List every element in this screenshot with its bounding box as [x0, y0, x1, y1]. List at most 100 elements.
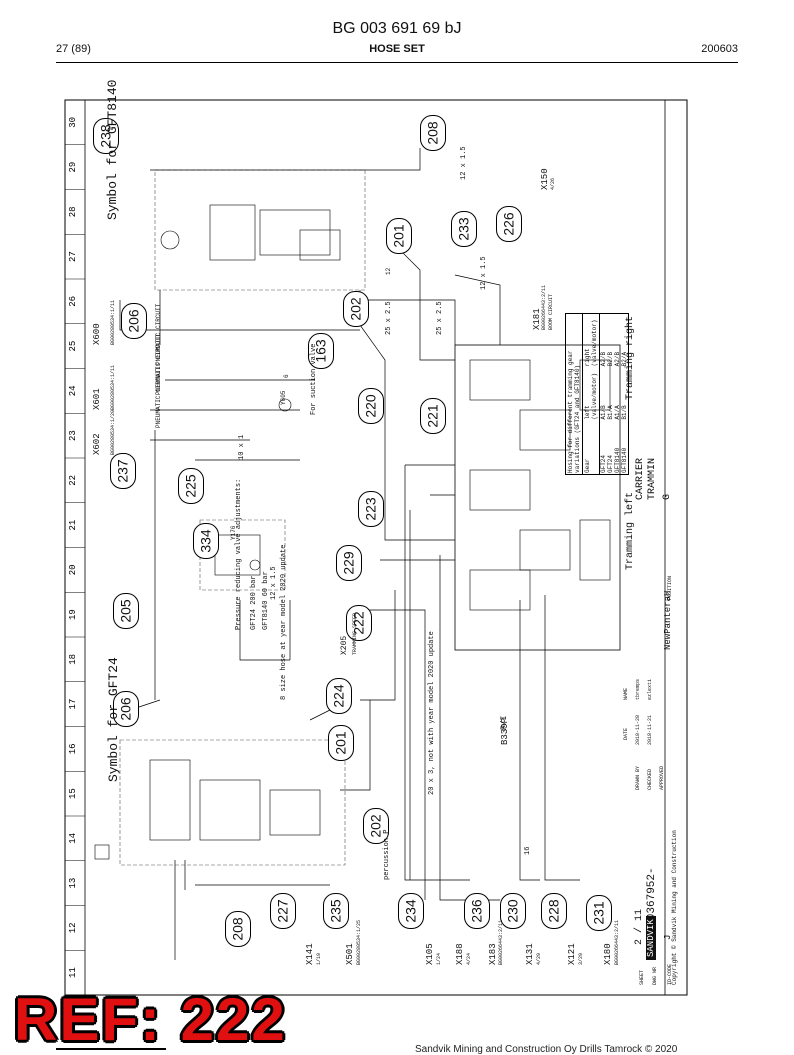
- label-x501: X501: [345, 943, 355, 965]
- callout-number: 202: [347, 297, 364, 321]
- callout-number: 220: [362, 394, 379, 418]
- callout-number: 202: [367, 814, 384, 838]
- callout-bubble: 223: [358, 491, 384, 527]
- callout-bubble: 231: [586, 895, 612, 931]
- grid-column-label: 23: [68, 430, 78, 441]
- label-pi: P/I: [500, 715, 509, 730]
- hosing-table-cell: GFT8140: [614, 447, 621, 473]
- hosing-table-cell: GFT8140: [621, 447, 628, 473]
- callout-bubble: 224: [326, 678, 352, 714]
- footer-logo: [56, 1048, 166, 1055]
- hosing-table-cell: A2/B: [614, 351, 621, 367]
- callout-bubble: 234: [398, 893, 424, 929]
- callout-number: 205: [117, 599, 134, 623]
- title-block-checked-name: ezlexti: [647, 678, 653, 700]
- title-block-name-label: NAME: [623, 687, 629, 700]
- grid-column-label: 17: [68, 699, 78, 710]
- gft24-symbol-box: [119, 739, 346, 866]
- label-x601-ref: BG00280534:1/11: [110, 364, 116, 410]
- callout-number: 201: [332, 731, 349, 755]
- callout-bubble: 206: [113, 691, 139, 727]
- label-x601: X601: [92, 388, 102, 410]
- drawing-frame: [64, 99, 688, 996]
- label-hose-25x25b: 25 x 2.5: [436, 301, 444, 335]
- hosing-table-cell: GFT24: [600, 454, 607, 473]
- ref-stamp: REF: 222: [14, 986, 287, 1053]
- callout-bubble: 222: [346, 605, 372, 641]
- callout-bubble: 206: [121, 303, 147, 339]
- label-x121-sub: 3/29: [578, 952, 584, 965]
- title-block-name3: G: [662, 493, 673, 500]
- label-symbol-gft8140: Symbol for GFT8140: [105, 79, 120, 220]
- grid-column-label: 15: [68, 788, 78, 799]
- label-pneumatic-circuit: PNEUMATIC CIRCUIT: [155, 366, 162, 428]
- callout-number: 226: [500, 212, 517, 236]
- label-symbol-gft24: Symbol for GFT24: [106, 657, 121, 782]
- callout-number: 237: [114, 459, 131, 483]
- tramming-valve-block: [454, 344, 621, 651]
- title-block-checked-label: CHECKED: [647, 768, 653, 790]
- label-hose-12: 12: [385, 267, 392, 275]
- label-x188: X188: [455, 943, 465, 965]
- label-x105: X105: [425, 943, 435, 965]
- label-x205: X205: [340, 635, 349, 655]
- hosing-table-cell: B1/A: [607, 405, 614, 420]
- hosing-table-header-cell: right (valve/motor): [584, 319, 598, 367]
- callout-number: 225: [182, 474, 199, 498]
- hosing-table-row: GFT24 A1/B A2/B: [600, 314, 607, 474]
- label-x131: X131: [525, 943, 535, 965]
- label-gft8140-bar: GFT8140 60 bar: [262, 571, 270, 630]
- title-block-name1: CARRIER: [635, 457, 646, 500]
- title-block-name2: TRAMMIN: [647, 457, 658, 500]
- callout-number: 229: [340, 551, 357, 575]
- hosing-table-header-cell: Gear: [584, 458, 591, 473]
- callout-number: 230: [504, 899, 521, 923]
- callout-bubble: 238: [93, 118, 119, 154]
- label-x131-sub: 4/29: [536, 952, 542, 965]
- callout-number: 223: [362, 497, 379, 521]
- header-rule: [56, 62, 738, 63]
- label-tramming-left: Tramming left: [625, 491, 636, 570]
- label-hose-12x15c: 12 x 1.5: [270, 566, 278, 600]
- label-x600: X600: [92, 323, 102, 345]
- hosing-table-cell: A2/B: [600, 351, 607, 367]
- grid-column-label: 27: [68, 251, 78, 262]
- hosing-table-cell: B2/A: [621, 351, 628, 367]
- label-hose-25x25a: 25 x 2.5: [385, 301, 393, 335]
- document-title: HOSE SET: [369, 43, 425, 55]
- hosing-table-title: Hosing for different tramming gear varia…: [566, 314, 583, 474]
- document-date: 200603: [701, 43, 738, 55]
- grid-column-label: 20: [68, 564, 78, 575]
- callout-bubble: 201: [386, 218, 412, 254]
- label-x105-sub: 1/24: [436, 952, 442, 965]
- callout-bubble: 226: [496, 206, 522, 242]
- title-block-brand: SANDVIK: [646, 916, 656, 960]
- callout-bubble: 230: [500, 893, 526, 929]
- grid-column-label: 18: [68, 654, 78, 665]
- callout-bubble: 334: [193, 523, 219, 559]
- callout-number: 334: [197, 529, 214, 553]
- callout-bubble: 236: [464, 893, 490, 929]
- label-hose-note: 8 size hose at year model 2020 update: [280, 544, 288, 700]
- hose-lines: [119, 148, 580, 960]
- grid-column-label: 25: [68, 341, 78, 352]
- grid-column-label: 12: [68, 922, 78, 933]
- label-boom-circuit: BOOM CIRCUIT: [548, 293, 554, 330]
- callout-bubble: 163: [308, 333, 334, 369]
- hosing-table-cell: A1/B: [600, 405, 607, 420]
- callout-number: 233: [455, 217, 472, 241]
- hosing-table-cell: B1/B: [621, 405, 628, 420]
- grid-column-label: 24: [68, 385, 78, 396]
- label-x150: X150: [540, 168, 550, 190]
- callout-bubble: 202: [363, 808, 389, 844]
- title-block-drawn-name: tbremps: [635, 678, 641, 700]
- valve-symbols: [94, 204, 611, 860]
- label-hose-10x1: 10 x 1: [238, 434, 246, 460]
- grid-column-label: 26: [68, 296, 78, 307]
- grid-column-label: 13: [68, 878, 78, 889]
- label-y176: Y176: [230, 525, 237, 540]
- label-x501-ref: BG00280534:1/25: [356, 919, 362, 965]
- label-hose-16: 16: [524, 846, 532, 855]
